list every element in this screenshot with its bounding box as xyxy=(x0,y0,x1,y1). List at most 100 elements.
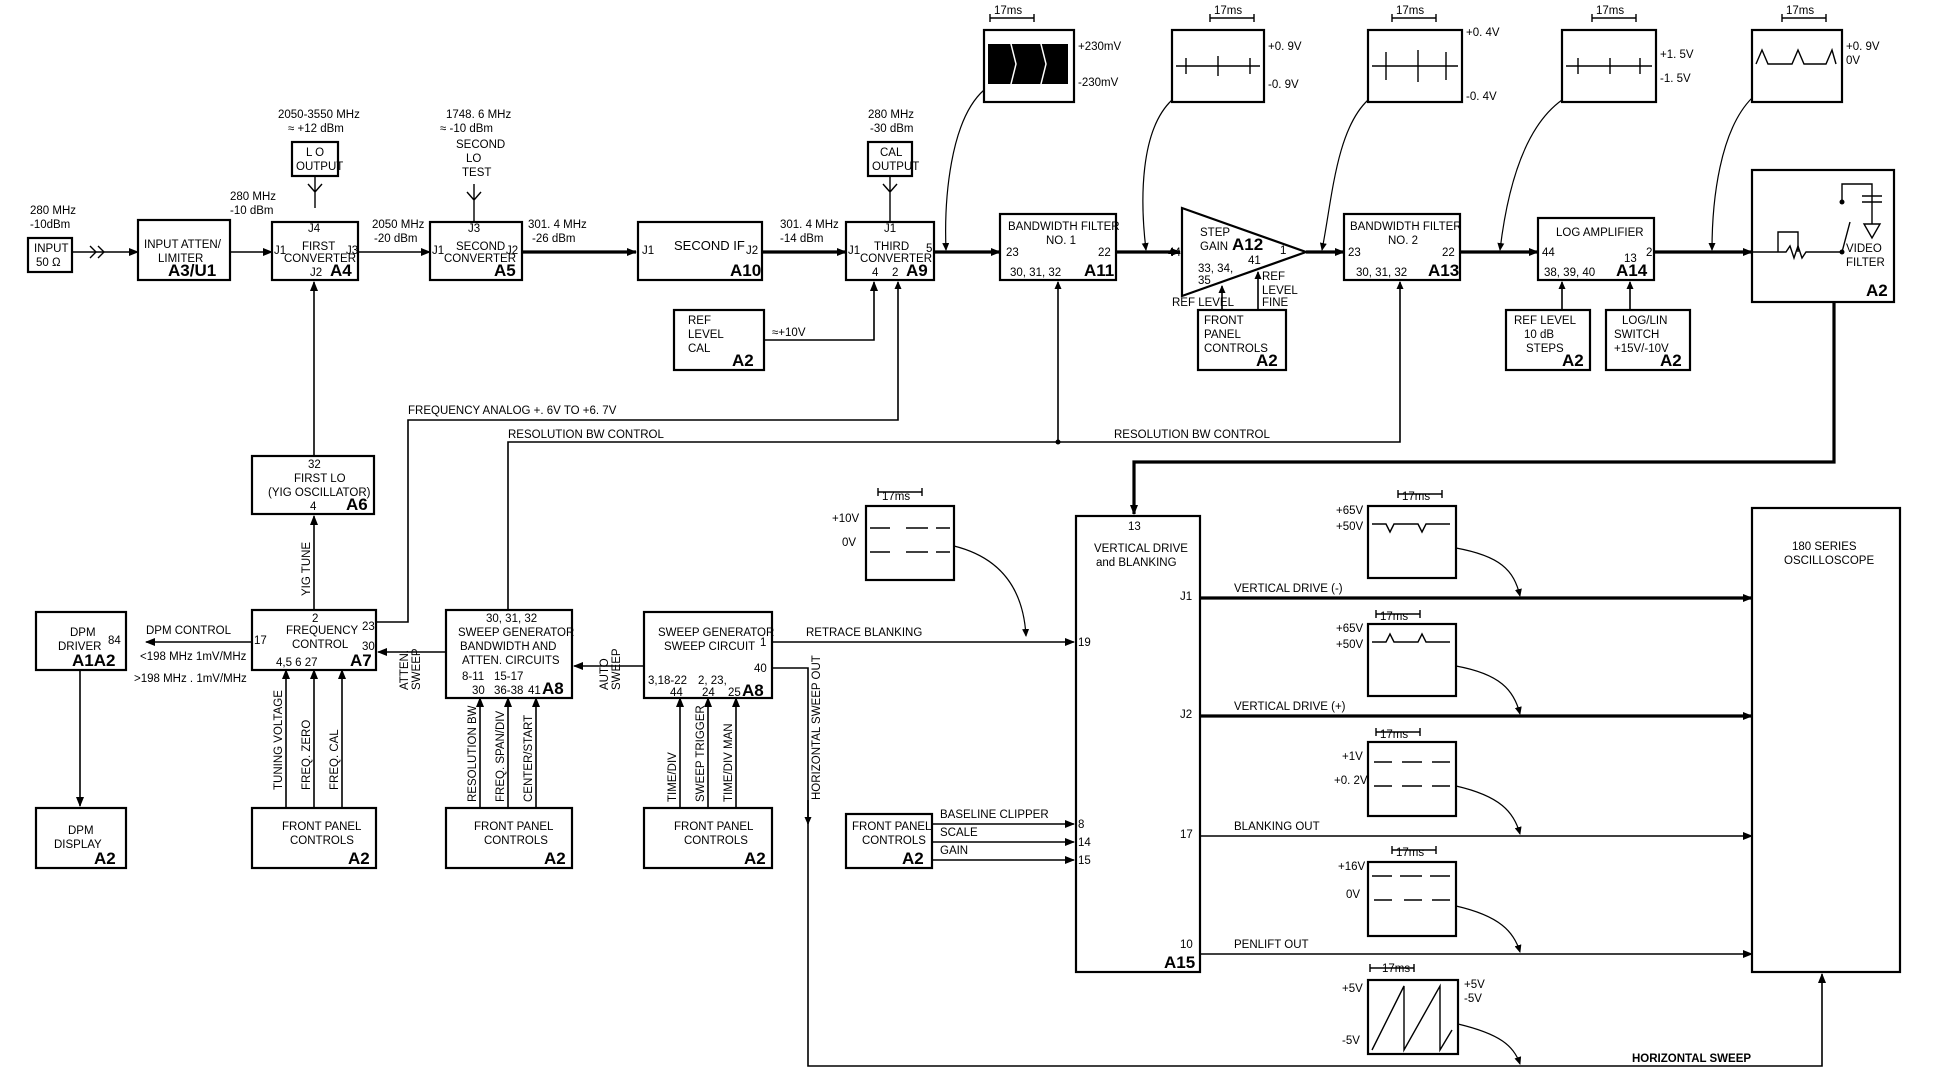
time-div-man-label: TIME/DIV MAN xyxy=(723,723,735,802)
svg-text:A10: A10 xyxy=(730,261,761,280)
svg-text:+50V: +50V xyxy=(1336,521,1364,533)
waveform-penlift-out: 17ms +16V 0V xyxy=(1338,846,1458,938)
svg-text:LOG AMPLIFIER: LOG AMPLIFIER xyxy=(1556,227,1644,239)
svg-text:SWEEP CIRCUIT: SWEEP CIRCUIT xyxy=(664,641,755,653)
svg-text:J1: J1 xyxy=(848,245,860,257)
lo-output-box: L O OUTPUT xyxy=(290,140,343,178)
waveform-horizontal-sweep: 17ms +5V -5V +5V -5V xyxy=(1342,963,1485,1056)
svg-text:NO. 1: NO. 1 xyxy=(1046,235,1076,247)
svg-text:REF: REF xyxy=(1262,271,1285,283)
svg-text:+5V: +5V xyxy=(1342,983,1363,995)
svg-text:17ms: 17ms xyxy=(1380,729,1408,741)
svg-text:DPM: DPM xyxy=(68,825,94,837)
a2-video-filter-block: VIDEO FILTER A2 xyxy=(1750,168,1896,304)
svg-text:A2: A2 xyxy=(1562,351,1584,370)
a9-input-freq: 301. 4 MHz xyxy=(780,219,839,231)
antenna-icon xyxy=(307,176,323,208)
svg-text:and BLANKING: and BLANKING xyxy=(1096,557,1177,569)
waveform-pointer xyxy=(953,545,1030,637)
svg-text:CONTROL: CONTROL xyxy=(292,639,349,651)
a15-front-panel-block: FRONT PANEL CONTROLS A2 xyxy=(844,812,934,870)
a12-step-gain-amplifier: STEP GAIN A12 44 1 41 33, 34, 35 REF LEV… xyxy=(1168,206,1310,309)
horizontal-sweep-out-label: HORIZONTAL SWEEP OUT xyxy=(811,655,823,800)
a15-vertical-drive-block: 13 VERTICAL DRIVE and BLANKING J1 19 J2 … xyxy=(1074,514,1202,974)
svg-text:+1V: +1V xyxy=(1342,751,1363,763)
svg-text:A1A2: A1A2 xyxy=(72,651,115,670)
svg-text:J4: J4 xyxy=(308,223,321,235)
input-block: INPUT 50 Ω xyxy=(26,236,74,274)
vertical-drive-plus-label: VERTICAL DRIVE (+) xyxy=(1234,701,1346,713)
yig-tune-label: YIG TUNE xyxy=(301,542,313,596)
svg-text:44: 44 xyxy=(1168,247,1181,259)
svg-text:38, 39, 40: 38, 39, 40 xyxy=(1544,267,1595,279)
waveform-pointer xyxy=(1455,665,1522,715)
resolution-bw-label: RESOLUTION BW CONTROL xyxy=(1114,429,1271,441)
svg-text:4: 4 xyxy=(310,501,317,513)
waveform-pointer xyxy=(1455,905,1522,953)
svg-text:3,18-22: 3,18-22 xyxy=(648,675,687,687)
a5-second-converter-block: J3 SECOND CONVERTER J1 J2 A5 xyxy=(428,220,524,282)
svg-text:A2: A2 xyxy=(1660,351,1682,370)
svg-text:50 Ω: 50 Ω xyxy=(36,257,61,269)
svg-text:84: 84 xyxy=(108,635,121,647)
svg-text:A5: A5 xyxy=(494,261,516,280)
svg-text:CONTROLS: CONTROLS xyxy=(862,835,926,847)
svg-text:FIRST: FIRST xyxy=(302,241,335,253)
svg-text:+65V: +65V xyxy=(1336,505,1364,517)
dpm-control-label: DPM CONTROL xyxy=(146,625,232,637)
a5-input-level: -20 dBm xyxy=(374,233,417,245)
svg-text:J1: J1 xyxy=(274,245,286,257)
svg-text:15: 15 xyxy=(1078,855,1091,867)
svg-text:35: 35 xyxy=(1198,275,1211,287)
svg-text:+10V: +10V xyxy=(832,513,860,525)
svg-text:GAIN: GAIN xyxy=(1200,241,1228,253)
svg-text:+230mV: +230mV xyxy=(1078,41,1121,53)
svg-text:17: 17 xyxy=(1180,829,1193,841)
svg-text:2, 23,: 2, 23, xyxy=(698,675,727,687)
svg-text:17ms: 17ms xyxy=(1380,611,1408,623)
a4-input-freq: 280 MHz xyxy=(230,191,276,203)
svg-text:17ms: 17ms xyxy=(1402,491,1430,503)
svg-text:17ms: 17ms xyxy=(1786,5,1814,17)
a3-input-atten-block: INPUT ATTEN/ LIMITER A3/U1 xyxy=(136,218,232,282)
svg-text:SECOND IF: SECOND IF xyxy=(674,238,745,253)
svg-text:17ms: 17ms xyxy=(882,491,910,503)
svg-text:OUTPUT: OUTPUT xyxy=(872,161,919,173)
a11-bandwidth-filter-block: BANDWIDTH FILTER NO. 1 23 22 30, 31, 32 … xyxy=(998,212,1120,282)
svg-text:17: 17 xyxy=(254,635,267,647)
svg-text:10: 10 xyxy=(1180,939,1193,951)
svg-text:INPUT ATTEN/: INPUT ATTEN/ xyxy=(144,239,222,251)
svg-text:30: 30 xyxy=(362,641,375,653)
span-div-label: FREQ. SPAN/DIV xyxy=(495,711,507,802)
resolution-bw-line xyxy=(507,281,1404,610)
svg-text:DRIVER: DRIVER xyxy=(58,641,101,653)
svg-text:BANDWIDTH FILTER: BANDWIDTH FILTER xyxy=(1008,221,1120,233)
svg-text:A13: A13 xyxy=(1428,261,1459,280)
waveform-pointer xyxy=(1455,785,1522,835)
svg-text:-5V: -5V xyxy=(1342,1035,1360,1047)
svg-text:BANDWIDTH AND: BANDWIDTH AND xyxy=(460,641,556,653)
svg-text:J2: J2 xyxy=(506,245,518,257)
svg-text:36-38: 36-38 xyxy=(494,685,523,697)
svg-text:A2: A2 xyxy=(732,351,754,370)
svg-text:A8: A8 xyxy=(742,681,764,700)
svg-text:STEP: STEP xyxy=(1200,227,1230,239)
oscilloscope-block: 180 SERIES OSCILLOSCOPE xyxy=(1750,506,1902,974)
svg-text:22: 22 xyxy=(1098,247,1111,259)
waveform-pointer xyxy=(1457,1023,1522,1065)
test-label: LO xyxy=(466,153,481,165)
svg-text:A12: A12 xyxy=(1232,235,1263,254)
svg-text:(YIG OSCILLATOR): (YIG OSCILLATOR) xyxy=(268,487,371,499)
cal-voltage-line xyxy=(764,281,878,341)
waveform-pointer xyxy=(1141,99,1173,251)
svg-text:FRONT PANEL: FRONT PANEL xyxy=(282,821,362,833)
input-freq: 280 MHz xyxy=(30,205,76,217)
a8b-front-panel-block: FRONT PANEL CONTROLS A2 xyxy=(642,806,774,870)
a5-input-freq: 2050 MHz xyxy=(372,219,425,231)
svg-text:BANDWIDTH FILTER: BANDWIDTH FILTER xyxy=(1350,221,1462,233)
frequency-analog-line xyxy=(376,281,902,623)
svg-text:30: 30 xyxy=(472,685,485,697)
svg-text:VERTICAL DRIVE: VERTICAL DRIVE xyxy=(1094,543,1188,555)
svg-text:FIRST LO: FIRST LO xyxy=(294,473,346,485)
